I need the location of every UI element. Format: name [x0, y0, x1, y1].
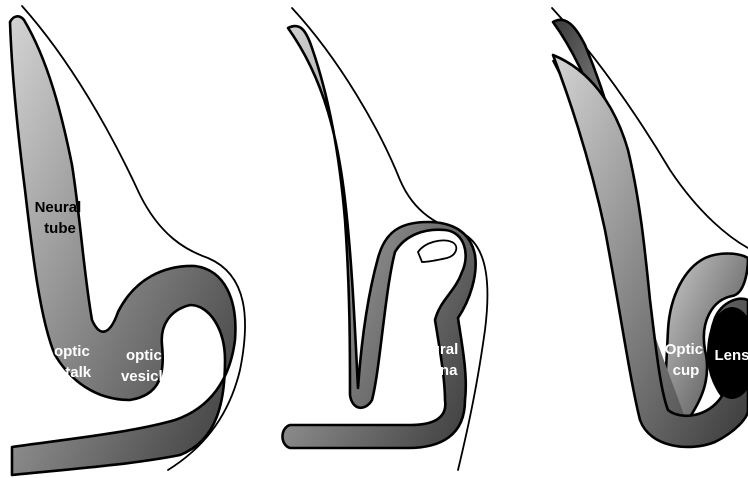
label-neural-retina-l1: Neural	[412, 341, 459, 358]
panel-neural-retina: Neural retina	[283, 8, 488, 470]
panel-optic-vesicle: Neural tube optic stalk optic vesicle	[10, 6, 245, 475]
label-optic-cup-l1: Optic	[665, 341, 703, 358]
label-optic-vesicle-l1: optic	[126, 347, 162, 364]
panel-optic-cup: Optic cup Lens	[552, 8, 748, 447]
label-optic-cup-l2: cup	[673, 362, 700, 379]
label-optic-stalk-l1: optic	[54, 343, 90, 360]
optic-vesicle-lumen	[418, 240, 456, 262]
neural-tube-retina-shape	[283, 26, 476, 448]
label-optic-stalk-l2: stalk	[57, 364, 92, 381]
label-lens: Lens	[714, 347, 748, 364]
label-neural-tube-l1: Neural	[35, 199, 82, 216]
label-neural-retina-l2: retina	[417, 362, 459, 379]
label-optic-vesicle-l2: vesicle	[121, 368, 171, 385]
neural-tube-vesicle-shape	[10, 16, 235, 475]
label-neural-tube-l2: tube	[44, 220, 76, 237]
